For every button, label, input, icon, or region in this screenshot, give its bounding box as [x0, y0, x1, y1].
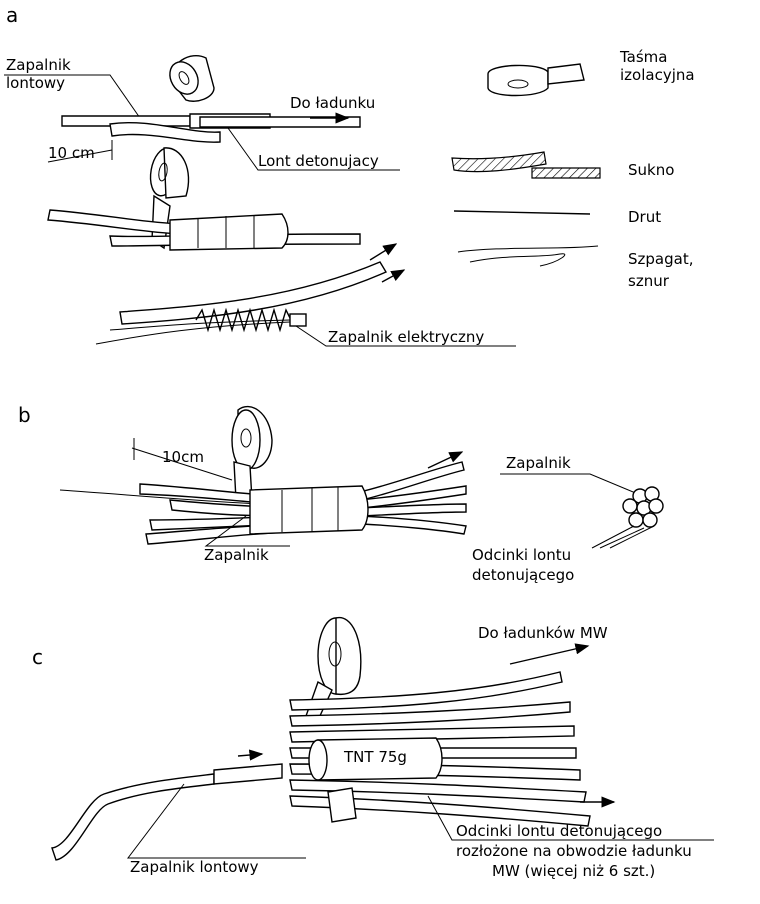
label-tnt: TNT 75g [343, 748, 407, 766]
legend: Taśma izolacyjna Sukno Drut Szpagat, szn… [451, 48, 695, 290]
leader-zapalnik-b [204, 515, 290, 547]
legend-label-szpagat-1: Szpagat, [628, 250, 693, 268]
legend-label-tasma-2: izolacyjna [620, 66, 695, 84]
cloth-icon [451, 151, 601, 179]
label-10cm-a: 10 cm [48, 144, 95, 162]
label-odcinki-c-2: rozłożone na obwodzie ładunku [456, 842, 692, 860]
wire-icon [453, 210, 591, 215]
label-do-ladunku: Do ładunku [290, 94, 375, 112]
label-zapalnik-lontowy-c: Zapalnik lontowy [130, 858, 259, 876]
dim-line-10cm-a [47, 149, 113, 163]
legend-label-drut: Drut [628, 208, 661, 226]
leader-zapalnik-lontowy-c [126, 783, 306, 859]
label-odcinki-c-1: Odcinki lontu detonującego [456, 822, 662, 840]
legend-label-sukno: Sukno [628, 161, 674, 179]
section-a-letter: a [6, 3, 18, 27]
label-zapalnik-lontowy-1: Zapalnik [6, 56, 71, 74]
label-odcinki-c-3: MW (więcej niż 6 szt.) [492, 862, 655, 880]
cord-bundle-b [59, 451, 467, 545]
label-odcinki-2: detonującego [472, 566, 574, 584]
section-c-letter: c [32, 645, 43, 669]
electric-detonator-assembly [95, 243, 406, 345]
tape-roll-icon [487, 63, 585, 97]
label-odcinki-1: Odcinki lontu [472, 546, 571, 564]
label-zapalnik-lontowy-2: lontowy [6, 74, 65, 92]
fuse-assembly-a1 [61, 113, 361, 143]
leader-odcinki-b [591, 525, 655, 549]
strap-c [327, 787, 357, 823]
label-zapalnik-cross: Zapalnik [506, 454, 571, 472]
legend-label-szpagat-2: sznur [628, 272, 670, 290]
label-zapalnik-b: Zapalnik [204, 546, 269, 564]
tape-roll-icon [169, 55, 215, 102]
label-lont-detonujacy: Lont detonujacy [258, 152, 379, 170]
arrow-do-ladunkow [509, 643, 590, 665]
legend-label-tasma-1: Taśma [619, 48, 668, 66]
label-do-ladunkow: Do ładunków MW [478, 624, 608, 642]
leader-zapalnik-lontowy [4, 74, 141, 119]
section-b-letter: b [18, 403, 31, 427]
label-10cm-b: 10cm [162, 448, 204, 466]
leader-lont-detonujacy [227, 127, 400, 171]
tape-roll-icon-b [231, 405, 273, 501]
leader-odcinki-c [427, 795, 714, 841]
fuse-igniter-c [51, 749, 283, 861]
cord-fan-c [289, 671, 616, 827]
leader-zapalnik-cross [500, 473, 639, 495]
cord-cross-section [622, 486, 664, 528]
dim-line-10cm-b [131, 447, 233, 481]
label-zapalnik-elektryczny: Zapalnik elektryczny [328, 328, 484, 346]
string-icon [457, 245, 599, 267]
wrapped-bundle-a2 [47, 209, 361, 251]
leader-zapalnik-elektryczny [295, 325, 516, 347]
tnt-charge: TNT 75g [308, 737, 443, 781]
